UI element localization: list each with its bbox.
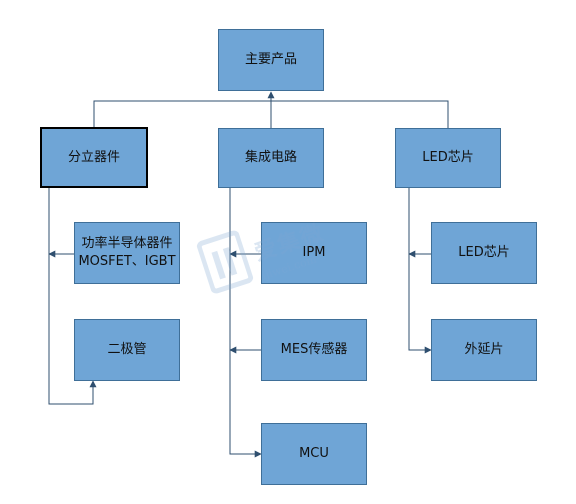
node-led-chips[interactable]: LED芯片 [395,128,501,188]
node-power-semiconductor[interactable]: 功率半导体器件 MOSFET、IGBT [74,222,180,284]
node-label: LED芯片 [422,150,474,166]
node-label: LED芯片 [458,245,510,261]
connector-led-to-root [271,100,449,128]
node-label: MCU [299,446,329,462]
node-label: IPM [302,245,326,261]
node-label: 功率半导体器件 MOSFET、IGBT [78,236,176,269]
connector-discrete-branch [48,188,97,405]
node-mes-sensor[interactable]: MES传感器 [261,319,367,381]
node-label: 集成电路 [244,150,297,166]
node-epitaxial-wafer[interactable]: 外延片 [431,319,537,381]
connector-led-branch [408,188,432,354]
node-label: MES传感器 [280,342,348,358]
node-label: 二极管 [107,342,147,358]
node-ipm[interactable]: IPM [261,222,367,284]
node-label: 主要产品 [244,52,297,68]
node-main-products[interactable]: 主要产品 [218,29,324,91]
node-led-chip-child[interactable]: LED芯片 [431,222,537,284]
node-mcu[interactable]: MCU [261,423,367,485]
node-label: 分立器件 [67,149,120,165]
connector-ic-branch [229,188,262,458]
connector-discrete-to-root [93,91,275,128]
node-integrated-circuits[interactable]: 集成电路 [218,128,324,188]
node-label: 外延片 [464,342,504,358]
node-diode[interactable]: 二极管 [74,319,180,381]
node-discrete-devices[interactable]: 分立器件 [40,127,148,188]
